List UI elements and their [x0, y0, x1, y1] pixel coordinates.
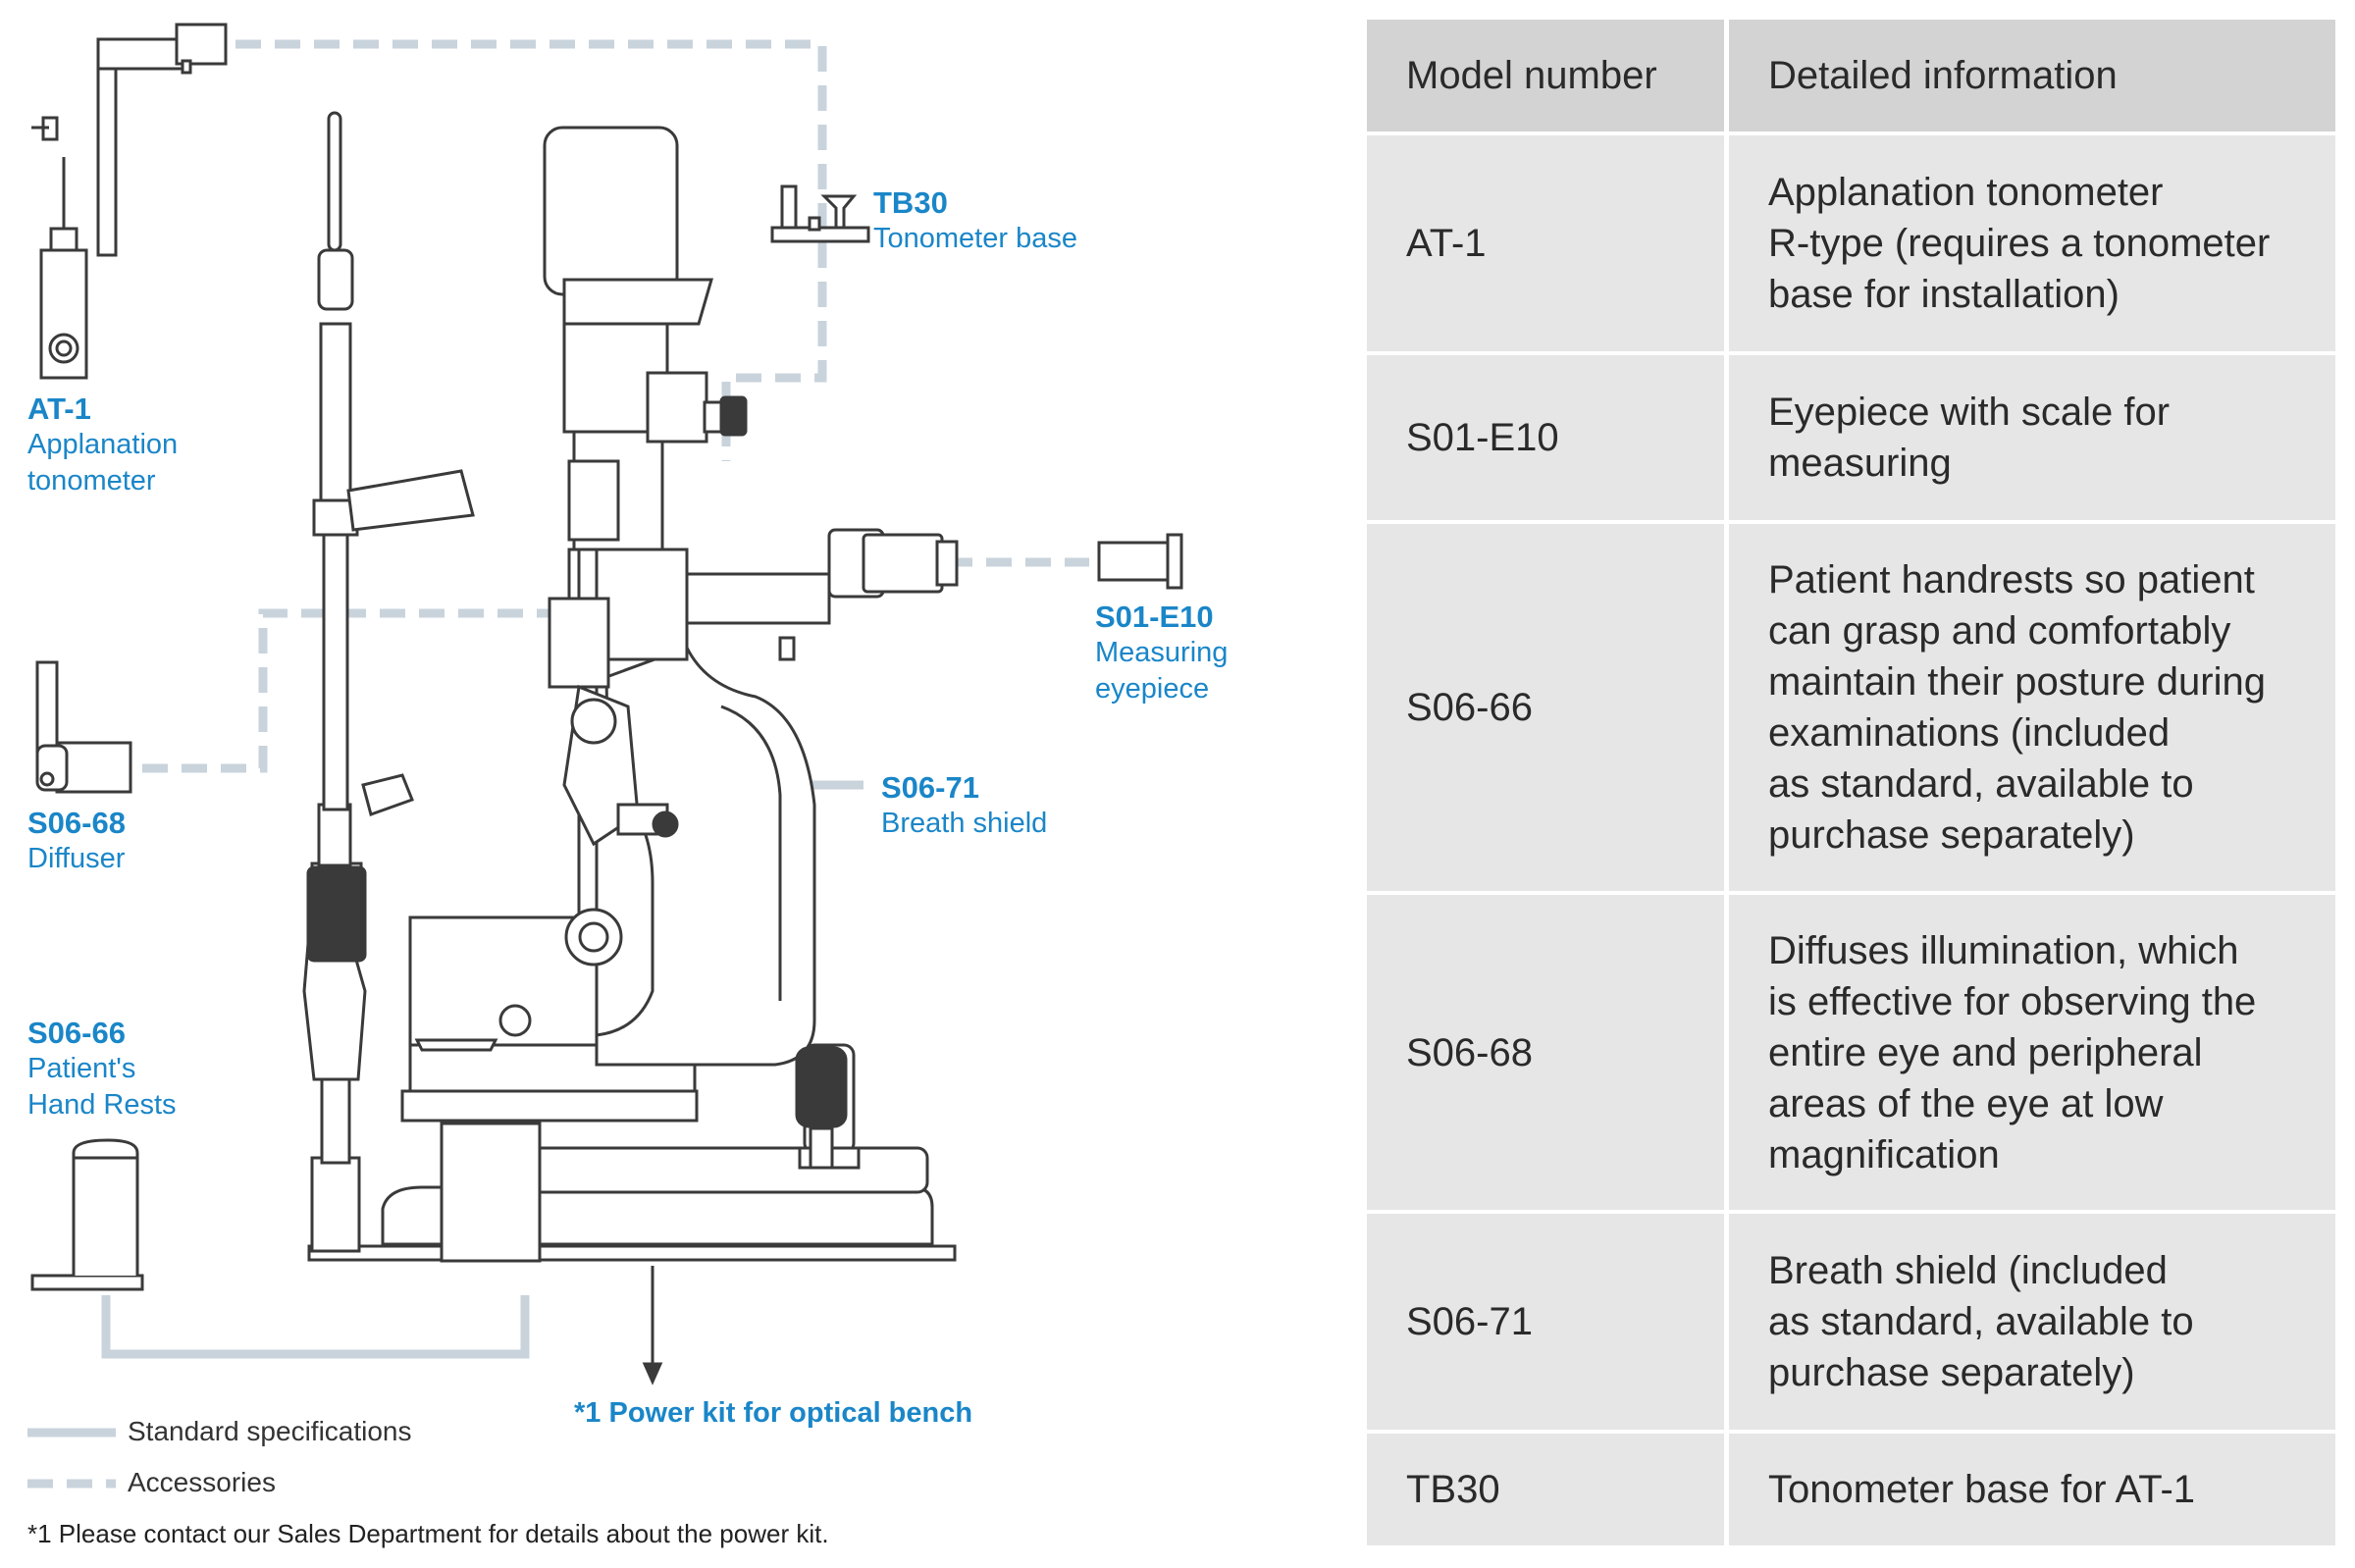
connector-s0668 [142, 608, 554, 773]
model-cell: AT-1 [1367, 135, 1729, 355]
info-line: is effective for observing the [1768, 979, 2257, 1023]
power-kit-label: *1 Power kit for optical bench [574, 1397, 973, 1429]
power-kit-arrow [642, 1266, 663, 1385]
s01e10-drawing [1097, 533, 1183, 590]
label-s01e10: S01-E10 Measuring eyepiece [1095, 599, 1228, 707]
slit-lamp-diagram [27, 23, 1183, 1489]
table-row: S06-68 Diffuses illumination, which is e… [1367, 895, 2335, 1214]
table-row: S06-71 Breath shield (included as standa… [1367, 1214, 2335, 1434]
info-line: areas of the eye at low [1768, 1081, 2164, 1125]
label-s0671-code: S06-71 [881, 770, 979, 805]
table-row: S06-66 Patient handrests so patient can … [1367, 524, 2335, 895]
label-s0666: S06-66 Patient's Hand Rests [27, 1015, 177, 1124]
info-line: entire eye and peripheral [1768, 1030, 2203, 1074]
info-line: Patient handrests so patient [1768, 558, 2255, 601]
model-cell: S06-68 [1367, 895, 1729, 1214]
label-s0671: S06-71 Breath shield [881, 769, 1047, 842]
label-s01e10-desc-1: Measuring [1095, 637, 1229, 668]
label-at1-desc-2: tonometer [27, 465, 156, 497]
info-line: as standard, available to [1768, 1300, 2194, 1343]
info-line: examinations (included [1768, 711, 2171, 755]
info-line: can grasp and comfortably [1768, 609, 2231, 653]
header-model-number: Model number [1367, 20, 1729, 135]
info-cell: Breath shield (included as standard, ava… [1729, 1214, 2335, 1434]
label-at1-code: AT-1 [27, 392, 91, 426]
info-cell: Applanation tonometer R-type (requires a… [1729, 135, 2335, 355]
info-line: Diffuses illumination, which [1768, 928, 2239, 972]
footnote: *1 Please contact our Sales Department f… [27, 1519, 829, 1548]
label-s01e10-code: S01-E10 [1095, 600, 1214, 634]
label-at1: AT-1 Applanation tonometer [27, 391, 178, 499]
info-cell: Diffuses illumination, which is effectiv… [1729, 895, 2335, 1214]
legend-accessories-label: Accessories [128, 1467, 276, 1497]
label-s0666-desc-1: Patient's [27, 1053, 136, 1084]
model-cell: S01-E10 [1367, 355, 1729, 524]
header-detailed-information: Detailed information [1729, 20, 2335, 135]
label-s0671-desc: Breath shield [881, 808, 1048, 839]
table-row: TB30 Tonometer base for AT-1 [1367, 1434, 2335, 1549]
label-s0666-desc-2: Hand Rests [27, 1089, 177, 1121]
at1-drawing [31, 23, 228, 380]
slit-lamp-drawing [302, 111, 959, 1263]
table-row: S01-E10 Eyepiece with scale for measurin… [1367, 355, 2335, 524]
info-line: base for installation) [1768, 273, 2120, 316]
label-s0668-code: S06-68 [27, 806, 126, 840]
table-header-row: Model number Detailed information [1367, 20, 2335, 135]
info-line: purchase separately) [1768, 1351, 2135, 1394]
label-s0666-code: S06-66 [27, 1016, 126, 1050]
model-cell: S06-71 [1367, 1214, 1729, 1434]
tb30-drawing [770, 184, 870, 243]
info-line: Breath shield (included [1768, 1249, 2168, 1292]
label-s0668-desc: Diffuser [27, 843, 126, 874]
s0666-drawing [30, 1138, 144, 1291]
label-tb30-desc: Tonometer base [873, 223, 1077, 254]
label-tb30: TB30 Tonometer base [873, 184, 1077, 257]
model-cell: S06-66 [1367, 524, 1729, 895]
info-line: maintain their posture during [1768, 660, 2266, 704]
info-cell: Tonometer base for AT-1 [1729, 1434, 2335, 1549]
info-line: Eyepiece with scale for [1768, 391, 2171, 434]
info-line: R-type (requires a tonometer [1768, 222, 2271, 265]
model-cell: TB30 [1367, 1434, 1729, 1549]
info-line: measuring [1768, 442, 1952, 485]
info-line: Applanation tonometer [1768, 171, 2164, 214]
info-line: Tonometer base for AT-1 [1768, 1468, 2196, 1511]
info-line: as standard, available to [1768, 762, 2194, 806]
label-tb30-code: TB30 [873, 185, 948, 220]
legend-standard-label: Standard specifications [128, 1416, 412, 1446]
label-s0668: S06-68 Diffuser [27, 805, 126, 877]
connector-s0666 [101, 1295, 530, 1359]
table-row: AT-1 Applanation tonometer R-type (requi… [1367, 135, 2335, 355]
label-at1-desc-1: Applanation [27, 429, 179, 460]
info-line: magnification [1768, 1132, 2000, 1176]
s0668-drawing [35, 660, 132, 794]
label-s01e10-desc-2: eyepiece [1095, 673, 1210, 705]
info-cell: Patient handrests so patient can grasp a… [1729, 524, 2335, 895]
legend-swatches [27, 1428, 116, 1489]
info-cell: Eyepiece with scale for measuring [1729, 355, 2335, 524]
info-line: purchase separately) [1768, 813, 2135, 857]
spec-table: Model number Detailed information AT-1 A… [1367, 20, 2335, 1549]
